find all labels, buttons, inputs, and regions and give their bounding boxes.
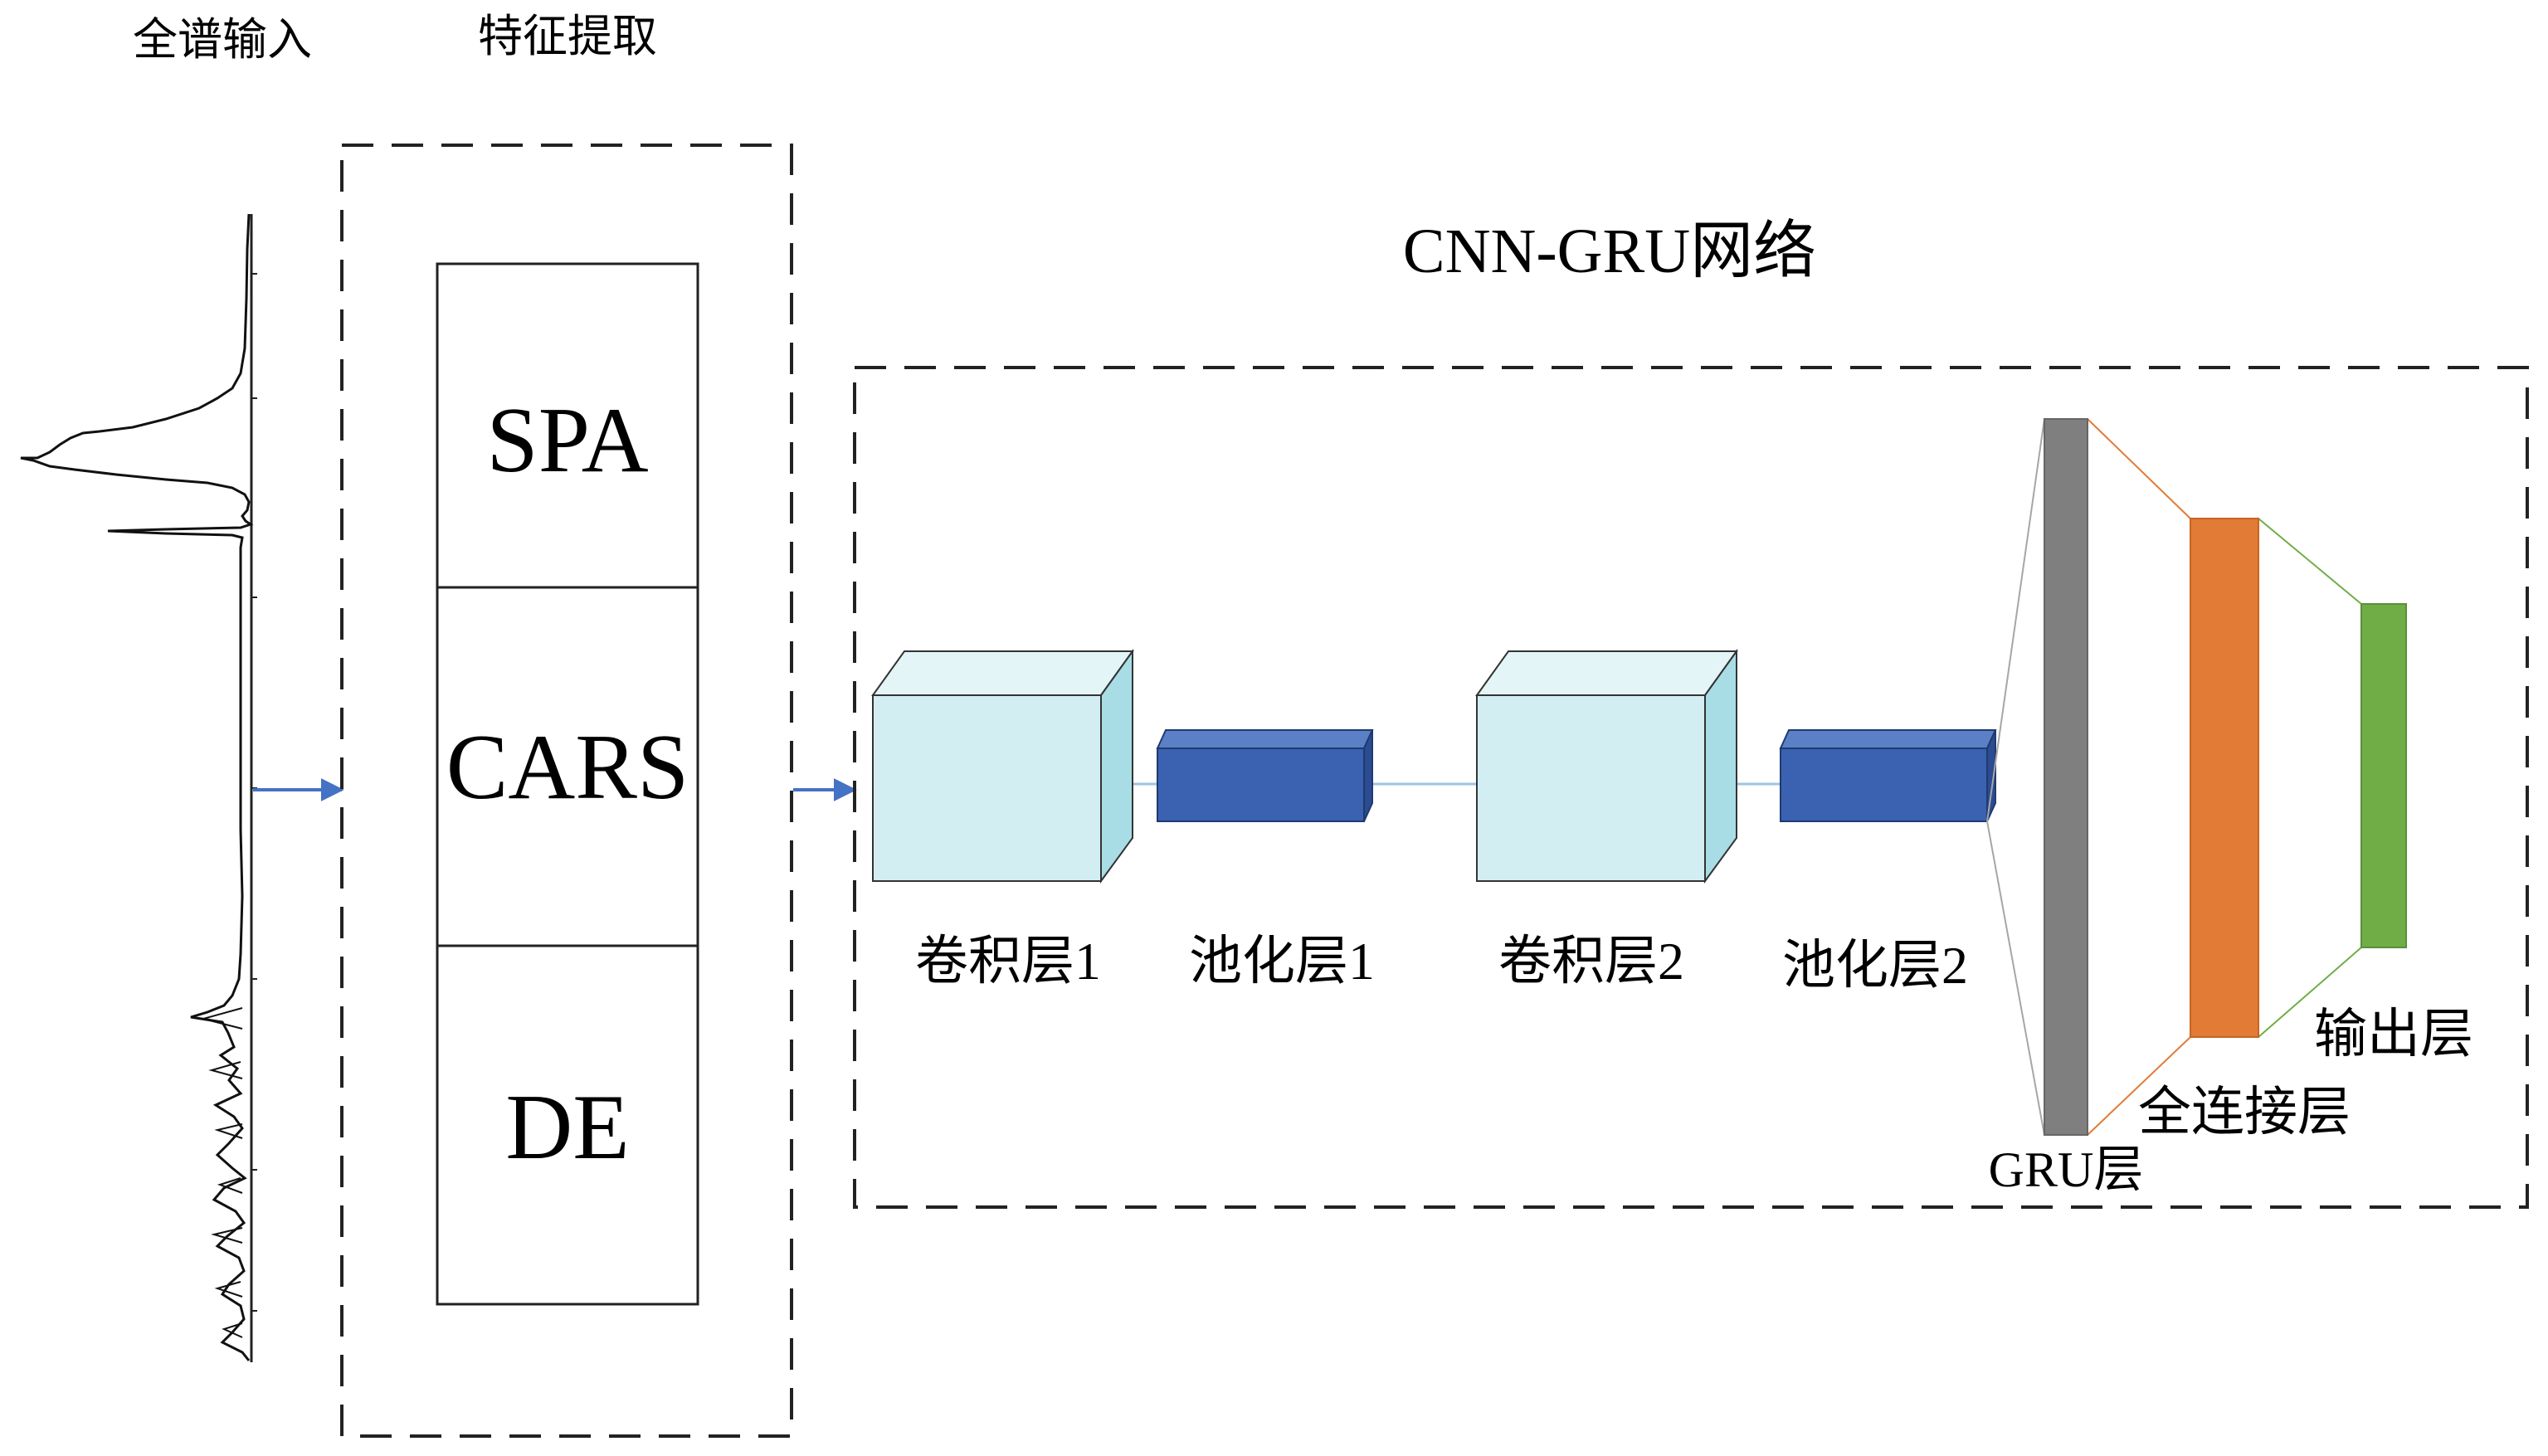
dense-connections xyxy=(1986,418,2362,1136)
pool-layer-1-block xyxy=(1156,729,1374,822)
conv2-top-face xyxy=(1475,650,1738,696)
cars-box xyxy=(436,586,699,947)
fc-layer-bar xyxy=(2190,518,2259,1038)
feature-extraction-heading: 特征提取 xyxy=(478,10,657,62)
output-layer-bar xyxy=(2360,603,2407,948)
pool-layer-2-block xyxy=(1779,729,1997,822)
spa-box xyxy=(436,262,699,589)
spectrum-plot xyxy=(20,213,257,1362)
pool-layer-2-label: 池化层2 xyxy=(1782,936,1968,995)
fc-layer-label: 全连接层 xyxy=(2138,1083,2351,1142)
conv-layer-2-label: 卷积层2 xyxy=(1498,932,1684,991)
gru-layer-bar xyxy=(2044,418,2088,1136)
de-label: DE xyxy=(505,1076,629,1179)
conv-layer-1-label: 卷积层1 xyxy=(915,932,1101,991)
conv1-top-face xyxy=(871,650,1134,696)
output-layer-label: 输出层 xyxy=(2314,1005,2473,1064)
pool2-front-face xyxy=(1780,747,1988,822)
pool1-side-face xyxy=(1363,729,1373,822)
spectrum-noise xyxy=(200,1007,243,1338)
pool-layer-1-label: 池化层1 xyxy=(1189,932,1375,991)
spa-label: SPA xyxy=(486,389,648,492)
cnn-gru-group xyxy=(853,366,2529,1209)
conv2-front-face xyxy=(1476,694,1706,882)
cars-label: CARS xyxy=(446,716,689,819)
conv-layer-2-block xyxy=(1475,648,1738,884)
conv1-front-face xyxy=(872,694,1102,882)
feature-extraction-group xyxy=(340,144,793,1438)
pool1-front-face xyxy=(1157,747,1365,822)
pool1-top-face xyxy=(1156,729,1374,749)
spectrum-line xyxy=(20,213,254,1361)
pool2-top-face xyxy=(1779,729,1997,749)
full-spectrum-input-heading: 全谱输入 xyxy=(133,13,312,66)
conv-layer-1-block xyxy=(871,648,1134,884)
de-box xyxy=(436,944,699,1306)
gru-layer-label: GRU层 xyxy=(1989,1142,2144,1197)
network-title: CNN-GRU网络 xyxy=(1403,217,1816,286)
